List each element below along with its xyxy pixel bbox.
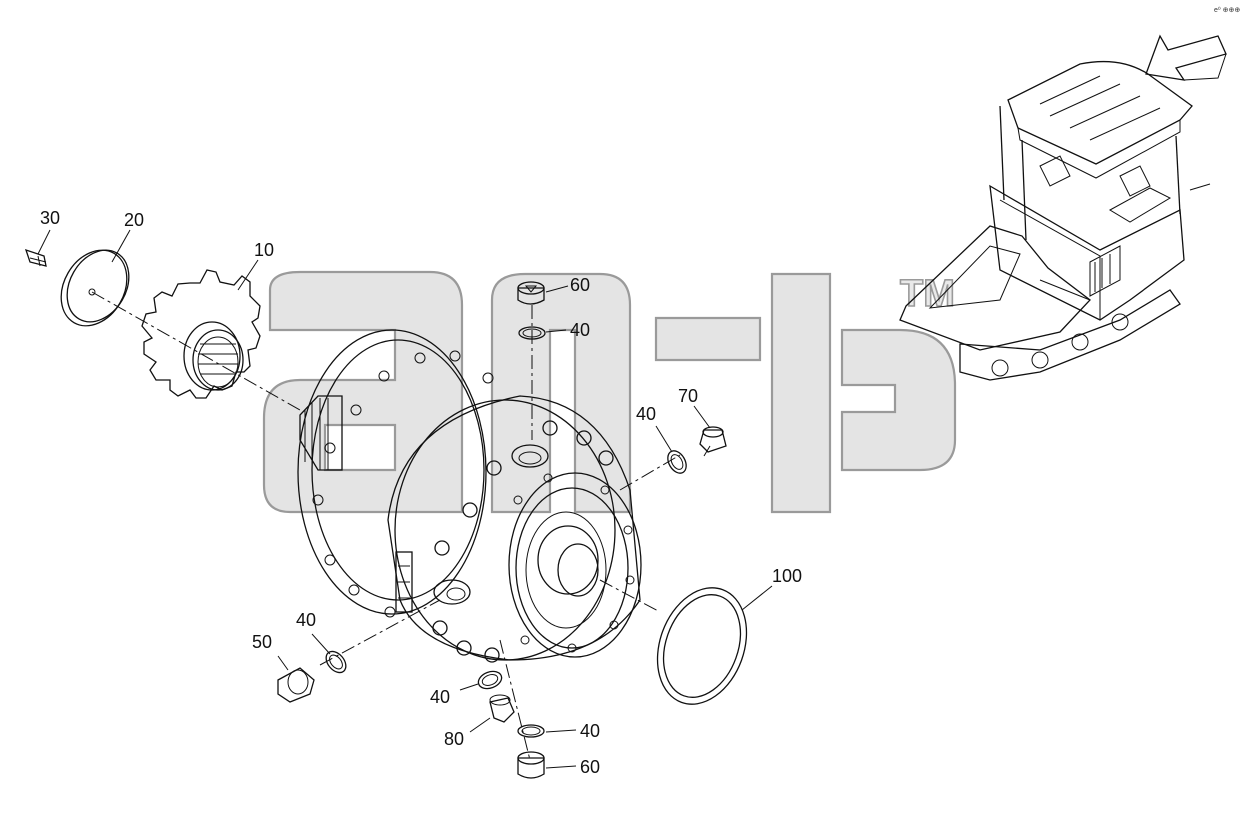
part-40-left-washer[interactable] [322, 648, 350, 677]
part-10-sprocket[interactable] [141, 269, 261, 399]
leader-lines [37, 229, 773, 769]
callout-40-bottom-lower[interactable]: 40 [580, 721, 600, 741]
callout-80[interactable]: 80 [444, 729, 464, 749]
callout-100[interactable]: 100 [772, 566, 802, 586]
watermark-letter-i [490, 272, 632, 514]
paver-machine-icon [899, 60, 1211, 381]
part-80-plug[interactable] [489, 694, 515, 723]
location-arrow-icon [1145, 34, 1227, 81]
callout-50[interactable]: 50 [252, 632, 272, 652]
part-40-right-washer[interactable] [664, 448, 690, 477]
part-60-top-plug[interactable] [517, 281, 545, 305]
part-100-seal-ring[interactable] [642, 575, 762, 716]
watermark-bar [654, 316, 762, 362]
callout-40-top[interactable]: 40 [570, 320, 590, 340]
part-40-bottom-washer-lower[interactable] [517, 724, 545, 738]
callout-10[interactable]: 10 [254, 240, 274, 260]
corner-code: e⁰ ⊕⊕⊕ [1214, 6, 1240, 14]
callout-40-bottom-upper[interactable]: 40 [430, 687, 450, 707]
watermark-logo: TM [262, 270, 957, 514]
part-30-screw[interactable] [24, 248, 47, 267]
part-50-plug[interactable] [277, 667, 315, 703]
callout-40-right[interactable]: 40 [636, 404, 656, 424]
part-20-cover-disc[interactable] [48, 238, 141, 337]
callout-70[interactable]: 70 [678, 386, 698, 406]
axis-lines [91, 291, 681, 761]
callout-30[interactable]: 30 [40, 208, 60, 228]
callout-40-left[interactable]: 40 [296, 610, 316, 630]
watermark-trademark: TM [900, 273, 955, 315]
watermark-letter-d-stem [770, 272, 832, 514]
gearbox-housing[interactable] [297, 329, 642, 663]
watermark-letter-d-bowl [840, 328, 957, 472]
callout-60-bottom[interactable]: 60 [580, 757, 600, 777]
part-40-bottom-washer-upper[interactable] [476, 668, 504, 691]
callout-labels: 30 20 10 60 40 40 70 100 40 50 40 80 40 … [40, 208, 802, 777]
part-60-bottom-plug[interactable] [517, 751, 545, 779]
callout-20[interactable]: 20 [124, 210, 144, 230]
callout-60-top[interactable]: 60 [570, 275, 590, 295]
part-70-plug[interactable] [699, 426, 727, 457]
watermark-letter-a [262, 270, 464, 514]
part-40-top-washer[interactable] [518, 326, 546, 340]
